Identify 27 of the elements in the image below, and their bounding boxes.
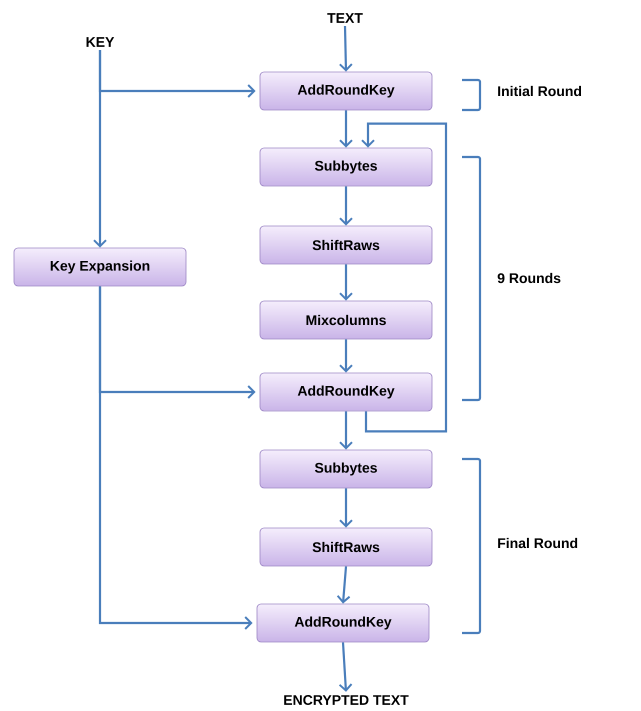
process-box: Subbytes <box>260 450 432 488</box>
text-label: KEY <box>86 37 114 47</box>
process-box: Subbytes <box>260 148 432 186</box>
arrow <box>339 488 353 528</box>
arrow <box>98 286 253 630</box>
arrow <box>339 110 353 148</box>
arrow <box>336 566 350 604</box>
arrow <box>339 411 353 450</box>
arrow <box>339 26 353 72</box>
process-box: AddRoundKey <box>260 372 432 412</box>
arrow <box>339 339 353 373</box>
process-box: ShiftRaws <box>260 528 432 566</box>
process-box: Mixcolumns <box>260 300 432 340</box>
round-label: 9 Rounds <box>498 272 560 284</box>
arrow <box>338 642 352 692</box>
round-label: Initial Round <box>498 86 582 96</box>
arrow <box>93 50 107 248</box>
text-label: ENCRYPTED TEXT <box>284 695 409 705</box>
arrow <box>361 122 448 432</box>
process-box: AddRoundKey <box>256 604 430 642</box>
round-label: Final Round <box>498 538 578 548</box>
text-label: TEXT <box>327 13 363 23</box>
process-box: ShiftRaws <box>260 226 432 264</box>
arrow <box>339 264 353 301</box>
process-box: AddRoundKey <box>260 72 432 110</box>
arrow <box>339 186 353 226</box>
process-box: Key Expansion <box>14 248 186 286</box>
